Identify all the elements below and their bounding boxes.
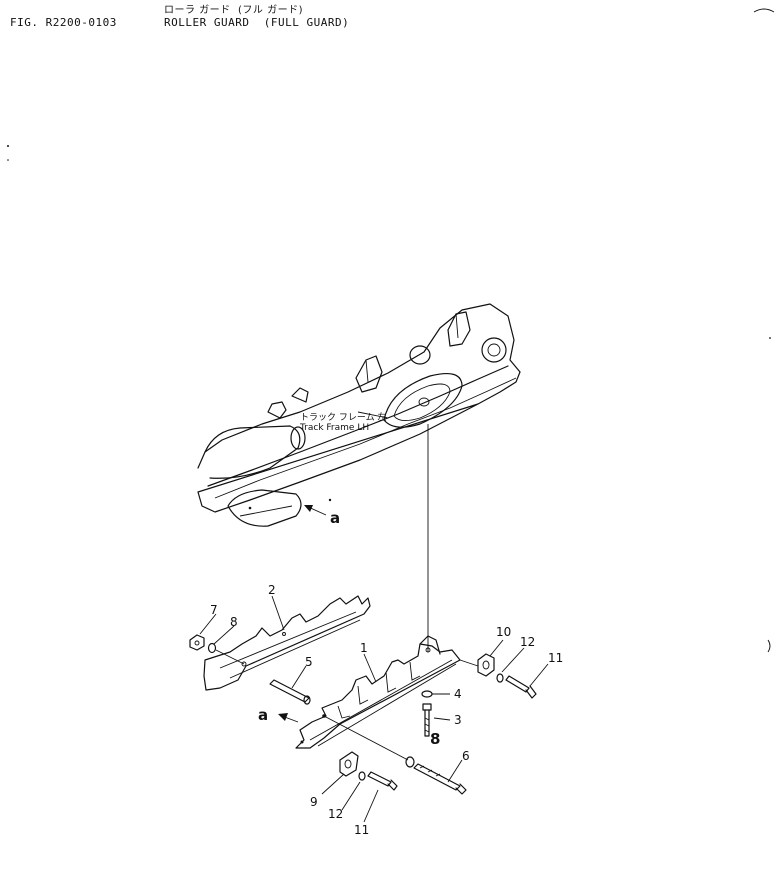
callout-11-lower: 11 — [354, 823, 369, 837]
roller-guard-main — [295, 635, 461, 749]
title-english: ROLLER GUARD (FULL GUARD) — [164, 16, 350, 29]
callout-4: 4 — [454, 687, 462, 701]
frame-label-jp: トラック フレーム 左 — [300, 411, 386, 423]
scan-marks — [7, 8, 775, 653]
callout-5: 5 — [305, 655, 313, 669]
bolt-11-lower — [367, 771, 398, 791]
bolt-6 — [413, 763, 467, 795]
callout-6: 6 — [462, 749, 470, 763]
washer-8-lower — [405, 756, 415, 768]
nut-7 — [189, 634, 205, 651]
guard-plate-upper — [203, 595, 371, 691]
view-mark-a-upper: a — [330, 509, 340, 527]
bolt-11-upper — [505, 675, 537, 699]
track-frame — [197, 303, 521, 527]
pin — [269, 679, 311, 705]
figure-code: FIG. R2200-0103 — [10, 16, 117, 29]
callout-8-lower: 8 — [430, 730, 440, 748]
callout-3: 3 — [454, 713, 462, 727]
nut-10 — [477, 653, 495, 677]
washer-4 — [421, 690, 433, 698]
callout-7: 7 — [210, 603, 218, 617]
callout-11-upper: 11 — [548, 651, 563, 665]
washer-12-upper — [496, 673, 504, 683]
frame-label-en: Track Frame LH — [299, 423, 369, 433]
callout-leaders — [199, 595, 549, 823]
callout-8-upper: 8 — [230, 615, 238, 629]
title-japanese: ローラ ガード (フル ガード) — [164, 5, 304, 16]
bolt-3 — [422, 703, 432, 737]
callout-10: 10 — [496, 625, 511, 639]
view-mark-a-lower: a — [258, 706, 268, 724]
clip-9 — [339, 751, 359, 777]
callout-12-lower: 12 — [328, 807, 343, 821]
callout-9: 9 — [310, 795, 318, 809]
callout-12-upper: 12 — [520, 635, 535, 649]
callout-1: 1 — [360, 641, 368, 655]
washer-8-upper — [207, 642, 217, 654]
callout-2: 2 — [268, 583, 276, 597]
washer-12-lower — [358, 771, 366, 781]
